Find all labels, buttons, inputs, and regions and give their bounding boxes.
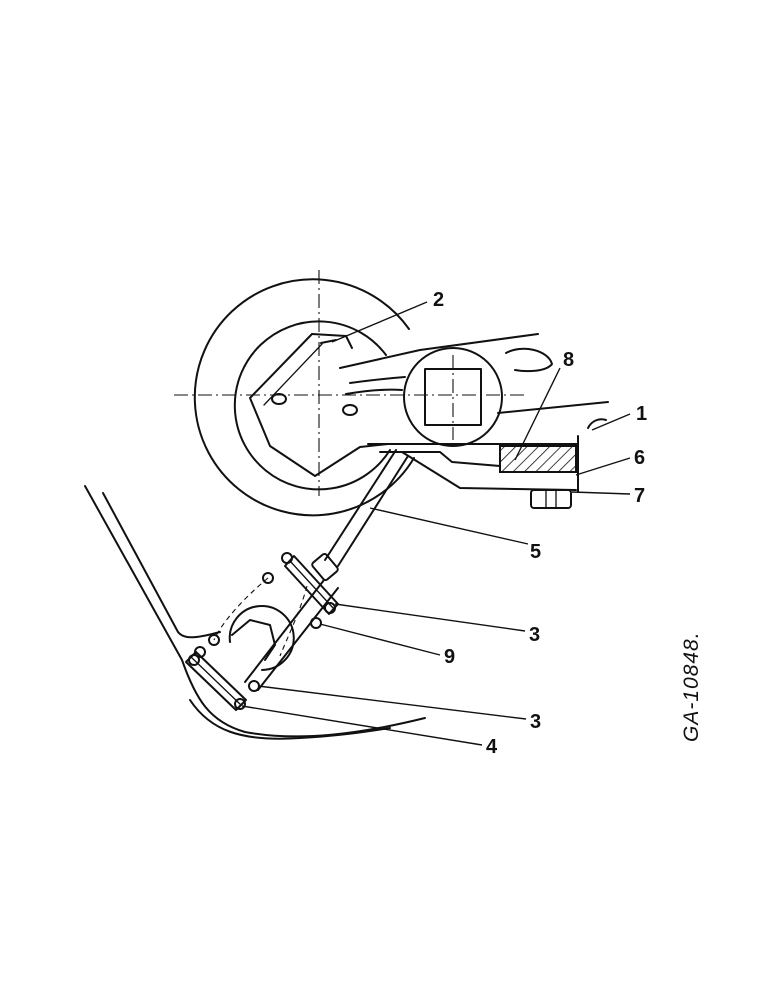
frame-outline bbox=[84, 485, 426, 740]
callout-6: 6 bbox=[634, 447, 645, 469]
figure-reference-code: GA-10848. bbox=[680, 631, 703, 742]
square-hub bbox=[403, 347, 503, 447]
lever-arm bbox=[339, 333, 609, 493]
upper-wheel bbox=[193, 278, 415, 517]
phantom-outline bbox=[194, 572, 322, 692]
callout-3-upper: 3 bbox=[529, 624, 540, 646]
spacer-block bbox=[499, 445, 577, 473]
callout-labels: 2 8 1 6 7 5 3 9 3 4 bbox=[433, 289, 647, 758]
upper-clamp bbox=[281, 552, 339, 615]
leader-lines bbox=[241, 301, 631, 746]
center-lines bbox=[174, 270, 525, 496]
callout-4: 4 bbox=[486, 736, 498, 758]
pivot-collar bbox=[228, 605, 295, 671]
callout-5: 5 bbox=[530, 541, 541, 563]
callout-8: 8 bbox=[563, 349, 574, 371]
callout-7: 7 bbox=[634, 485, 645, 507]
callout-9: 9 bbox=[444, 646, 455, 668]
tension-rod bbox=[244, 449, 409, 691]
callout-2: 2 bbox=[433, 289, 444, 311]
callout-3-lower: 3 bbox=[530, 711, 541, 733]
lower-clamp bbox=[185, 651, 247, 711]
callout-1: 1 bbox=[636, 403, 647, 425]
adjusting-nut bbox=[530, 489, 572, 509]
